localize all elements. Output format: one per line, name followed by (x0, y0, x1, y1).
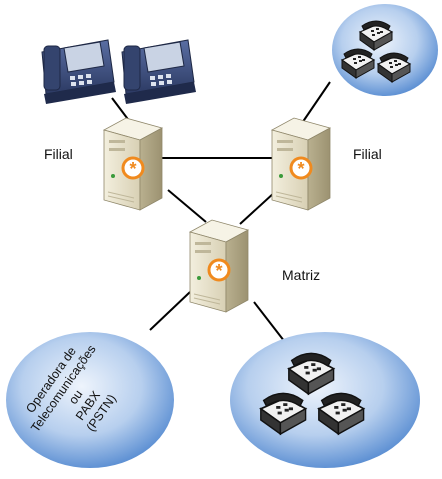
label-filial-right: Filial (353, 146, 382, 162)
cloud-pstn (6, 332, 174, 468)
link-matriz-to-pstn (149, 291, 191, 331)
label-filial-left: Filial (44, 146, 73, 162)
link-filial-right-to-matriz (239, 191, 276, 225)
asterisk-server-icon (270, 116, 332, 212)
network-links (111, 81, 331, 347)
cloud-phone-group-top-right (332, 4, 438, 96)
label-matriz: Matriz (282, 267, 321, 283)
ip-phone-icon (121, 39, 197, 105)
asterisk-server-icon (102, 116, 164, 212)
link-matriz-to-phone-group-bottom (253, 301, 289, 347)
link-filial-left-to-matriz (167, 189, 207, 223)
link-filial-right-to-phone-group-top (299, 81, 331, 127)
asterisk-server-icon (188, 218, 250, 314)
ip-phone-icon (41, 39, 117, 105)
